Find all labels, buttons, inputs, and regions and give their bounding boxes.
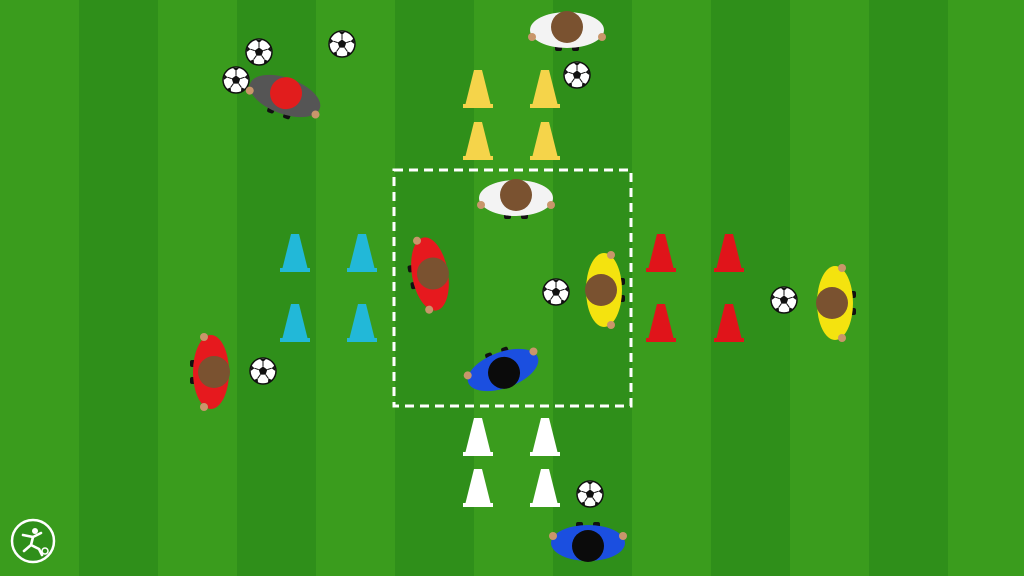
grass-stripe <box>79 0 159 576</box>
player-yellow-center <box>585 251 625 329</box>
player-head <box>572 530 604 562</box>
red-cone-icon <box>646 304 676 342</box>
player-blue-center <box>463 346 539 392</box>
cones-layer <box>280 70 744 507</box>
cyan-cones <box>280 234 377 342</box>
white-cone-icon <box>463 418 493 456</box>
grass-stripe <box>948 0 1024 576</box>
red-cone-icon <box>646 234 676 272</box>
player-red-center <box>407 236 449 314</box>
player-yellow-right <box>816 264 856 342</box>
white-cone-icon <box>463 469 493 507</box>
player-head <box>416 257 449 290</box>
soccer-ball-icon <box>770 286 798 314</box>
player-kick-logo-icon <box>10 518 56 564</box>
player-blue-bottom <box>549 522 627 562</box>
grass-stripe <box>158 0 238 576</box>
soccer-ball-icon <box>576 480 604 508</box>
soccer-ball-icon <box>249 357 277 385</box>
player-head <box>488 356 521 389</box>
yellow-cone-icon <box>530 70 560 108</box>
player-head <box>816 287 848 319</box>
training-grid <box>392 168 633 408</box>
yellow-cone-icon <box>463 122 493 160</box>
player-head <box>270 77 303 110</box>
red-cone-icon <box>714 304 744 342</box>
player-head <box>198 356 230 388</box>
player-white-center <box>477 179 555 219</box>
soccer-ball-icon <box>542 278 570 306</box>
grass-stripe <box>316 0 396 576</box>
soccer-ball-icon <box>328 30 356 58</box>
white-cone-icon <box>530 418 560 456</box>
yellow-cones <box>463 70 560 160</box>
player-head <box>500 179 532 211</box>
soccer-ball-icon <box>222 66 250 94</box>
grass-stripe <box>0 0 80 576</box>
cyan-cone-icon <box>347 304 377 342</box>
soccer-ball-icon <box>245 38 273 66</box>
red-cones <box>646 234 744 342</box>
yellow-cone-icon <box>530 122 560 160</box>
grass-stripe <box>632 0 712 576</box>
white-cones <box>463 418 560 507</box>
cyan-cone-icon <box>280 304 310 342</box>
cyan-cone-icon <box>280 234 310 272</box>
red-cone-icon <box>714 234 744 272</box>
yellow-cone-icon <box>463 70 493 108</box>
cyan-cone-icon <box>347 234 377 272</box>
player-white-top <box>528 11 606 51</box>
player-gray-coach <box>245 74 321 120</box>
players-layer <box>190 11 856 562</box>
player-head <box>585 274 617 306</box>
player-red-left <box>190 333 230 411</box>
soccer-ball-icon <box>563 61 591 89</box>
grass-stripe <box>869 0 949 576</box>
white-cone-icon <box>530 469 560 507</box>
player-head <box>551 11 583 43</box>
